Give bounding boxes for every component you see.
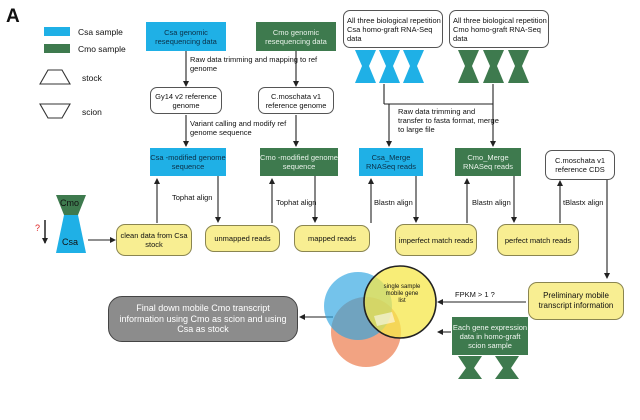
csa-hourglass-2-icon: [379, 50, 400, 83]
legend-stock-label: stock: [82, 73, 102, 83]
expr-hourglass-1-icon: [458, 356, 482, 379]
mapped-reads-box: mapped reads: [294, 225, 370, 252]
legend-csa-label: Csa sample: [78, 27, 123, 37]
expression-hourglass-group: [458, 356, 519, 379]
fpkm-label: FPKM > 1 ?: [455, 290, 495, 299]
cmo-hourglass-2-icon: [483, 50, 504, 83]
venn-label: single sample mobile gene list: [383, 284, 421, 305]
csa-genomic-box: Csa genomic resequencing data: [146, 22, 226, 51]
cmoschata-cds-box: C.moschata v1 reference CDS: [545, 150, 615, 180]
blastn-align-label-1: Blastn align: [374, 198, 413, 207]
graft-bottom-label: Csa: [62, 237, 79, 247]
final-result-box: Final down mobile Cmo transcript informa…: [108, 296, 298, 342]
cmo-rnaseq-box: All three biological repetition Cmo homo…: [449, 10, 549, 48]
perfect-match-box: perfect match reads: [497, 224, 579, 256]
graft-scion-cmo-icon: [56, 195, 86, 215]
legend-cmo-swatch: [44, 44, 70, 53]
legend-scion-label: scion: [82, 107, 102, 117]
imperfect-match-box: imperfect match reads: [395, 224, 477, 256]
venn-diagram: [324, 265, 437, 367]
cmo-genomic-box: Cmo genomic resequencing data: [256, 22, 336, 51]
legend-scion-trapezoid-icon: [39, 103, 71, 119]
csa-merge-box: Csa_Merge RNASeq reads: [359, 148, 423, 176]
legend-stock-trapezoid-icon: [39, 69, 71, 85]
expression-data-box: Each gene expression data in homo-graft …: [452, 317, 528, 355]
cmo-hourglass-3-icon: [508, 50, 529, 83]
cmo-merge-box: Cmo_Merge RNASeq reads: [455, 148, 521, 176]
panel-letter: A: [6, 6, 20, 27]
graft-question-mark: ?: [35, 223, 41, 233]
expr-hourglass-2-icon: [495, 356, 519, 379]
cmo-modified-box: Cmo -modified genome sequence: [260, 148, 338, 176]
raw-trim-transfer-label: Raw data trimming and transfer to fasta …: [398, 107, 499, 134]
csa-rnaseq-hourglass-group: [355, 50, 424, 83]
graft-top-label: Cmo: [60, 198, 80, 208]
cmo-hourglass-1-icon: [458, 50, 479, 83]
cmo-rnaseq-hourglass-group: [458, 50, 529, 83]
tophat-align-label-1: Tophat align: [172, 193, 213, 202]
unmapped-reads-box: unmapped reads: [205, 225, 280, 252]
csa-rnaseq-box: All three biological repetition Csa homo…: [343, 10, 443, 48]
csa-hourglass-3-icon: [403, 50, 424, 83]
csa-modified-box: Csa -modified genome sequence: [150, 148, 226, 176]
csa-hourglass-1-icon: [355, 50, 376, 83]
raw-trim-map-label: Raw data trimming and mapping to ref gen…: [190, 55, 318, 73]
cmoschata-reference-box: C.moschata v1 reference genome: [258, 87, 334, 114]
graft-stock-csa-icon: [56, 215, 86, 253]
tophat-align-label-2: Tophat align: [276, 198, 317, 207]
venn-hatch-region: [374, 312, 395, 326]
tblastx-align-label: tBlastx align: [563, 198, 604, 207]
gy14-reference-box: Gy14 v2 reference genome: [150, 87, 222, 114]
legend-csa-swatch: [44, 27, 70, 36]
preliminary-mobile-box: Preliminary mobile transcript informatio…: [528, 282, 624, 320]
variant-calling-label: Variant calling and modify ref genome se…: [190, 119, 287, 137]
legend-cmo-label: Cmo sample: [78, 44, 126, 54]
clean-data-box: clean data from Csa stock: [116, 224, 192, 256]
blastn-align-label-2: Blastn align: [472, 198, 511, 207]
